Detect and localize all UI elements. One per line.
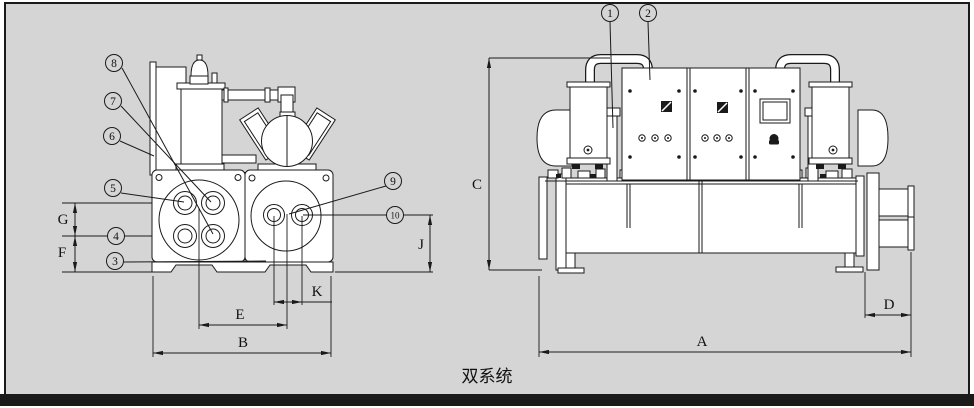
- water-stub-top: [878, 188, 909, 217]
- dimension-B-label: B: [238, 335, 248, 351]
- panel-indicator-lights: [638, 134, 733, 142]
- figure-caption: 双系统: [462, 367, 513, 386]
- side-view-leaders: [609, 21, 651, 129]
- end-view-drawing: [62, 54, 336, 273]
- side-view-drawing: [536, 54, 915, 274]
- dimension-A-label: A: [697, 334, 708, 350]
- evap-nozzle-top-right: [205, 195, 221, 211]
- discharge-pipe-end: [221, 86, 296, 119]
- evap-nozzle-top-left: [177, 195, 193, 211]
- evap-nozzle-bottom-left: [177, 228, 193, 244]
- callout-7-number: 7: [110, 96, 116, 108]
- suction-pipe-left: [606, 114, 618, 182]
- callout-9-number: 9: [390, 176, 396, 188]
- evap-nozzle-bottom-right: [205, 228, 221, 244]
- end-view-leaders: [119, 67, 387, 263]
- water-stub-bottom: [878, 219, 909, 248]
- callout-6: 6: [103, 127, 121, 145]
- oil-separator-end: [175, 54, 257, 176]
- vessel-shell-side: [564, 177, 859, 254]
- callout-3-number: 3: [112, 256, 118, 268]
- right-end-flanges: [835, 172, 915, 273]
- evaporator-end: [151, 169, 246, 263]
- condenser-end: [244, 169, 334, 263]
- callout-7: 7: [104, 92, 122, 110]
- callout-1-number: 1: [607, 8, 613, 20]
- compressor-left-side: [536, 109, 573, 167]
- callout-4-number: 4: [113, 231, 119, 243]
- door-lock: [769, 134, 779, 145]
- relief-valve-dome: [190, 59, 209, 77]
- callout-10-number: 10: [391, 211, 401, 221]
- dimension-G-label: G: [58, 212, 69, 228]
- callout-8: 8: [105, 54, 123, 72]
- compressor-right-side: [857, 109, 889, 167]
- side-view-callouts: 1 2: [601, 4, 657, 22]
- callout-3: 3: [106, 252, 124, 270]
- brand-emblem-middle: [717, 102, 728, 113]
- condenser-tube-circle: [250, 180, 322, 252]
- callout-5: 5: [104, 179, 122, 197]
- dimension-D-label: D: [884, 297, 895, 313]
- end-view-callouts: 8 7 6 5 4 3 9 10: [103, 54, 404, 270]
- dimension-C-label: C: [472, 177, 482, 193]
- callout-10: 10: [386, 206, 404, 224]
- hmi-display: [759, 98, 791, 124]
- dimension-E-label: E: [235, 307, 244, 323]
- callout-9: 9: [384, 172, 402, 190]
- compressor-end: [239, 107, 336, 172]
- bottom-bar: [0, 394, 974, 406]
- control-panel-front: [621, 67, 801, 181]
- dimension-F-label: F: [58, 245, 66, 261]
- callout-4: 4: [107, 227, 125, 245]
- oil-separator-left-side: [566, 81, 611, 169]
- oil-separator-right-side: [808, 81, 853, 169]
- discharge-arch-right: [775, 54, 840, 85]
- oil-line: [221, 154, 257, 164]
- base-rail: [151, 261, 334, 273]
- panel-screws: [628, 89, 795, 159]
- callout-8-number: 8: [111, 58, 117, 70]
- end-view-dimensions: G F K E B J: [58, 203, 433, 357]
- discharge-arch-left: [585, 54, 653, 85]
- callout-2: 2: [639, 4, 657, 22]
- brand-emblem-left: [661, 101, 672, 112]
- callout-1: 1: [601, 4, 619, 22]
- left-end-flanges: [538, 173, 585, 274]
- dimension-K-label: K: [312, 284, 323, 300]
- callout-2-number: 2: [645, 8, 651, 20]
- callout-6-number: 6: [109, 131, 115, 143]
- callout-5-number: 5: [110, 183, 116, 195]
- side-view-dimensions: C A D: [472, 57, 912, 357]
- dimension-J-label: J: [418, 237, 424, 253]
